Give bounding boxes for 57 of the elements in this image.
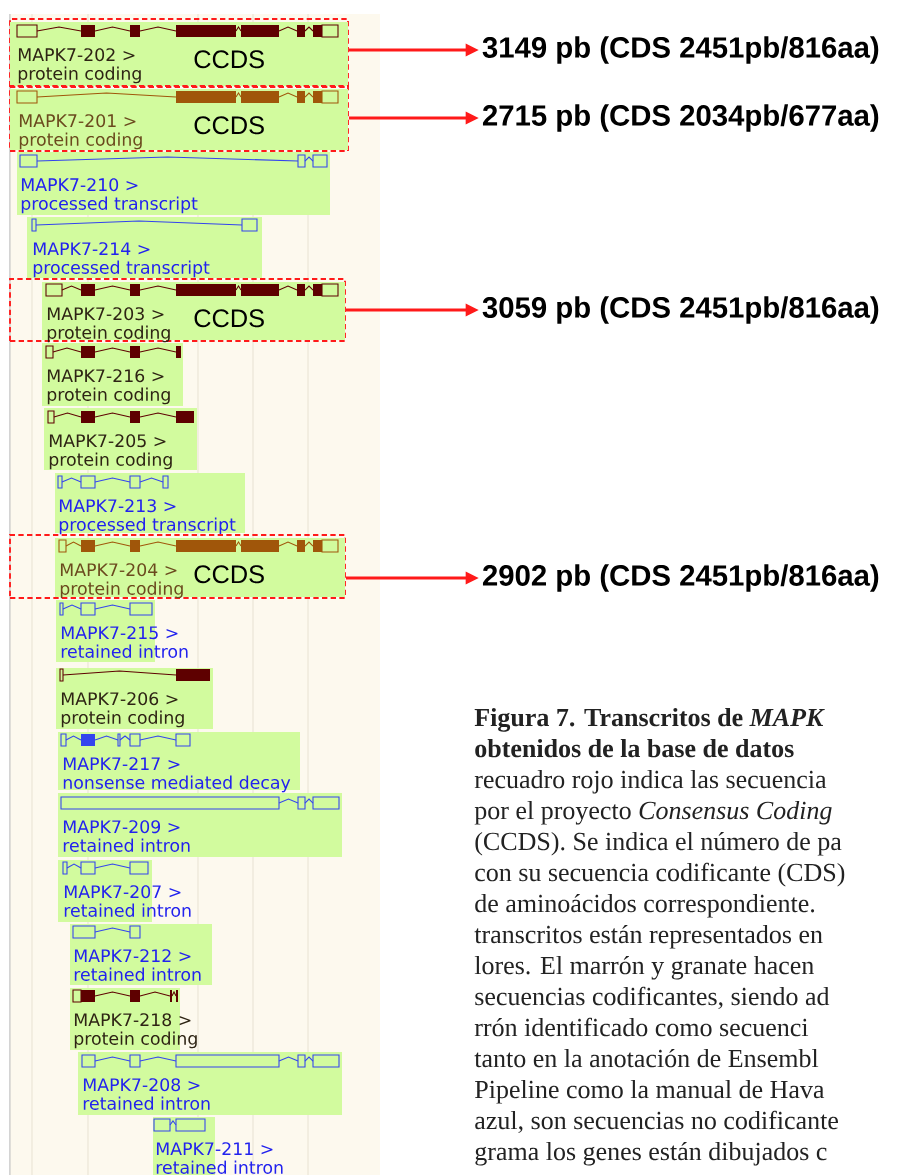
transcript-box <box>55 473 245 535</box>
ccds-label: CCDS <box>194 116 264 135</box>
transcript-box <box>42 343 183 406</box>
caption-line: lores. El marrón y granate hacen <box>474 955 814 980</box>
transcript-label: MAPK7-209 > retained intron <box>63 820 190 852</box>
transcript-box <box>56 600 188 662</box>
transcript-label: MAPK7-212 > retained intron <box>74 949 201 981</box>
transcript-box <box>70 924 212 985</box>
highlight-box <box>9 278 346 342</box>
caption-line: tanto en la anotación de Ensembl <box>474 1048 819 1068</box>
transcript-box <box>27 217 262 278</box>
caption-line: Pipeline como la manual de Hava <box>475 1080 825 1104</box>
length-label: 3059 pb (CDS 2451pb/816aa) <box>482 296 879 324</box>
caption-line: obtenidos de la base de datos <box>475 739 794 758</box>
transcript-label: MAPK7-208 > retained intron <box>83 1078 210 1110</box>
caption-line: con su secuencia codificante (CDS) <box>475 862 845 887</box>
transcript-label: MAPK7-214 > processed transcript <box>33 242 210 278</box>
ccds-label: CCDS <box>194 50 264 69</box>
caption-line: azul, son secuencias no codificante <box>475 1110 838 1133</box>
length-label: 3149 pb (CDS 2451pb/816aa) <box>482 36 879 64</box>
caption-line: grama los genes están dibujados c <box>475 1141 827 1166</box>
transcript-box <box>56 668 213 729</box>
caption-line: recuadro rojo indica las secuencia <box>474 770 827 794</box>
caption-line: rrón identificado como secuenci <box>474 1017 809 1037</box>
transcript-label: MAPK7-202 > protein coding <box>18 48 141 84</box>
transcript-label: MAPK7-217 > nonsense mediated decay <box>63 757 291 793</box>
caption-line: secuencias codificantes, siendo ad <box>475 986 830 1009</box>
ccds-label: CCDS <box>194 565 264 584</box>
caption-line: de aminoácidos correspondiente. <box>475 893 815 918</box>
transcript-box <box>58 860 191 922</box>
transcript-box <box>153 1117 283 1175</box>
transcript-label: MAPK7-210 > processed transcript <box>21 178 198 214</box>
transcript-label: MAPK7-211 > retained intron <box>156 1142 283 1174</box>
transcript-label: MAPK7-206 > protein coding <box>61 692 184 728</box>
transcript-label: MAPK7-205 > protein coding <box>49 434 172 470</box>
transcript-box <box>17 152 330 215</box>
ccds-label: CCDS <box>194 309 264 328</box>
transcript-label: MAPK7-203 > protein coding <box>47 307 170 343</box>
transcript-box <box>78 1052 342 1115</box>
transcript-label: MAPK7-218 > protein coding <box>74 1013 197 1049</box>
caption-line: (CCDS). Se indica el número de pa <box>475 831 842 856</box>
transcript-label: MAPK7-201 > protein coding <box>19 114 142 150</box>
transcript-label: MAPK7-215 > retained intron <box>61 626 188 658</box>
length-label: 2715 pb (CDS 2034pb/677aa) <box>482 104 879 132</box>
transcript-label: MAPK7-216 > protein coding <box>47 369 170 405</box>
caption-line: transcritos están representados en <box>474 924 823 949</box>
caption-line: por el proyecto Consensus Coding <box>474 801 832 825</box>
transcript-label: MAPK7-207 > retained intron <box>64 885 191 917</box>
length-label: 2902 pb (CDS 2451pb/816aa) <box>482 564 879 592</box>
highlight-box <box>9 534 346 599</box>
transcript-label: MAPK7-213 > processed transcript <box>59 499 236 535</box>
transcript-box <box>70 988 197 1050</box>
transcript-label: MAPK7-204 > protein coding <box>60 563 183 599</box>
caption-line: Figura 7. Transcritos de MAPK <box>474 708 825 732</box>
transcript-box <box>44 408 197 470</box>
transcript-box <box>58 732 300 793</box>
transcript-box <box>58 793 342 857</box>
